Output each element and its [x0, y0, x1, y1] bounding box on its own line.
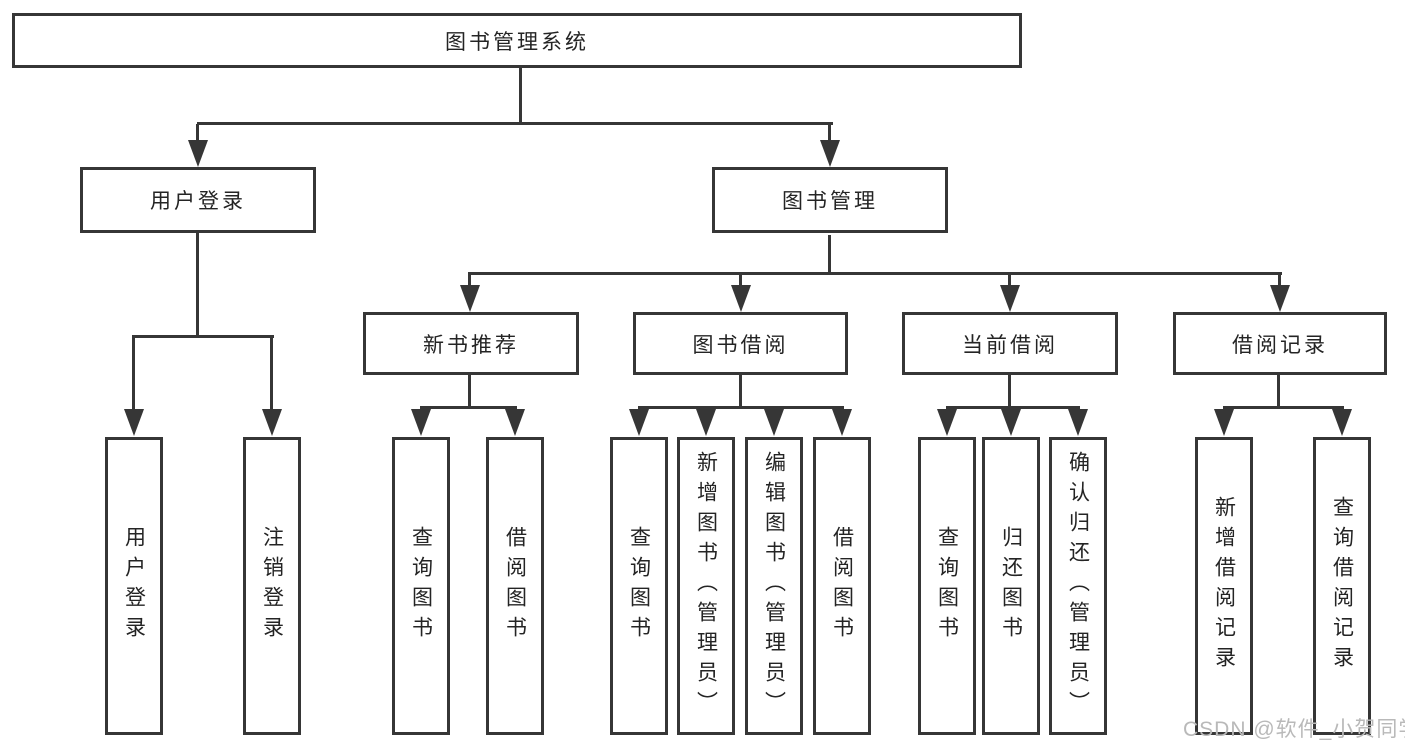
leaf-query-books-borrowing: 查询图书: [610, 437, 668, 735]
leaf-label: 查询借阅记录: [1330, 496, 1354, 676]
node-book-borrowing: 图书借阅: [633, 312, 848, 375]
node-borrowing-records: 借阅记录: [1173, 312, 1387, 375]
node-root: 图书管理系统: [12, 13, 1022, 68]
arrow-down-icon: [696, 409, 716, 436]
arrow-down-icon: [820, 140, 840, 167]
arrow-down-icon: [1000, 285, 1020, 312]
leaf-add-book-admin: 新增图书（管理员）: [677, 437, 735, 735]
leaf-label: 确认归还（管理员）: [1066, 451, 1090, 721]
connector-group-crossbar: [1223, 406, 1344, 409]
arrow-down-icon: [124, 409, 144, 436]
connector-group-crossbar: [638, 406, 844, 409]
arrow-down-icon: [1001, 409, 1021, 436]
watermark: CSDN @软件_小贺同学: [1183, 718, 1405, 741]
connector-shaft: [270, 335, 273, 411]
connector-user-login-crossbar: [132, 335, 274, 338]
node-root-label: 图书管理系统: [445, 30, 589, 54]
leaf-logout: 注销登录: [243, 437, 301, 735]
leaf-label: 用户登录: [122, 526, 146, 646]
arrow-down-icon: [460, 285, 480, 312]
connector-shaft: [1008, 274, 1011, 288]
arrow-down-icon: [262, 409, 282, 436]
leaf-label: 借阅图书: [830, 526, 854, 646]
leaf-confirm-return-admin: 确认归还（管理员）: [1049, 437, 1107, 735]
node-label: 借阅记录: [1232, 333, 1328, 357]
arrow-down-icon: [188, 140, 208, 167]
node-label: 新书推荐: [423, 333, 519, 357]
leaf-borrow-books-recommend: 借阅图书: [486, 437, 544, 735]
leaf-borrow-books: 借阅图书: [813, 437, 871, 735]
connector-group-crossbar: [946, 406, 1080, 409]
leaf-add-borrow-record: 新增借阅记录: [1195, 437, 1253, 735]
arrow-down-icon: [1214, 409, 1234, 436]
leaf-label: 新增图书（管理员）: [694, 451, 718, 721]
connector-root-stem: [519, 66, 522, 124]
leaf-query-books-recommend: 查询图书: [392, 437, 450, 735]
connector-shaft: [196, 124, 199, 144]
connector-shaft: [132, 335, 135, 411]
node-book-management: 图书管理: [712, 167, 948, 233]
node-current-borrowing: 当前借阅: [902, 312, 1118, 375]
connector-book-mgmt-crossbar: [468, 272, 1282, 275]
arrow-down-icon: [832, 409, 852, 436]
connector-book-mgmt-stem: [828, 235, 831, 274]
node-label: 当前借阅: [962, 333, 1058, 357]
connector-root-crossbar: [197, 122, 833, 125]
leaf-edit-book-admin: 编辑图书（管理员）: [745, 437, 803, 735]
arrow-down-icon: [731, 285, 751, 312]
connector-shaft: [828, 124, 831, 144]
leaf-label: 借阅图书: [503, 526, 527, 646]
node-new-book-recommendation: 新书推荐: [363, 312, 579, 375]
leaf-label: 新增借阅记录: [1212, 496, 1236, 676]
arrow-down-icon: [629, 409, 649, 436]
leaf-label: 注销登录: [260, 526, 284, 646]
connector-group-stem: [468, 375, 471, 409]
connector-group-stem: [739, 375, 742, 409]
leaf-query-borrow-record: 查询借阅记录: [1313, 437, 1371, 735]
connector-shaft: [1278, 274, 1281, 288]
leaf-label: 查询图书: [409, 526, 433, 646]
arrow-down-icon: [1068, 409, 1088, 436]
connector-user-login-stem: [196, 233, 199, 337]
arrow-down-icon: [764, 409, 784, 436]
leaf-label: 归还图书: [999, 526, 1023, 646]
connector-shaft: [468, 274, 471, 288]
leaf-label: 查询图书: [935, 526, 959, 646]
arrow-down-icon: [1270, 285, 1290, 312]
node-user-login: 用户登录: [80, 167, 316, 233]
arrow-down-icon: [411, 409, 431, 436]
node-user-login-label: 用户登录: [150, 190, 246, 213]
arrow-down-icon: [937, 409, 957, 436]
leaf-user-login: 用户登录: [105, 437, 163, 735]
connector-group-crossbar: [420, 406, 517, 409]
arrow-down-icon: [505, 409, 525, 436]
leaf-label: 查询图书: [627, 526, 651, 646]
connector-group-stem: [1277, 375, 1280, 409]
connector-group-stem: [1008, 375, 1011, 409]
arrow-down-icon: [1332, 409, 1352, 436]
leaf-label: 编辑图书（管理员）: [762, 451, 786, 721]
leaf-query-books-current: 查询图书: [918, 437, 976, 735]
node-book-management-label: 图书管理: [782, 190, 878, 213]
leaf-return-books: 归还图书: [982, 437, 1040, 735]
connector-shaft: [739, 274, 742, 288]
node-label: 图书借阅: [692, 333, 789, 357]
